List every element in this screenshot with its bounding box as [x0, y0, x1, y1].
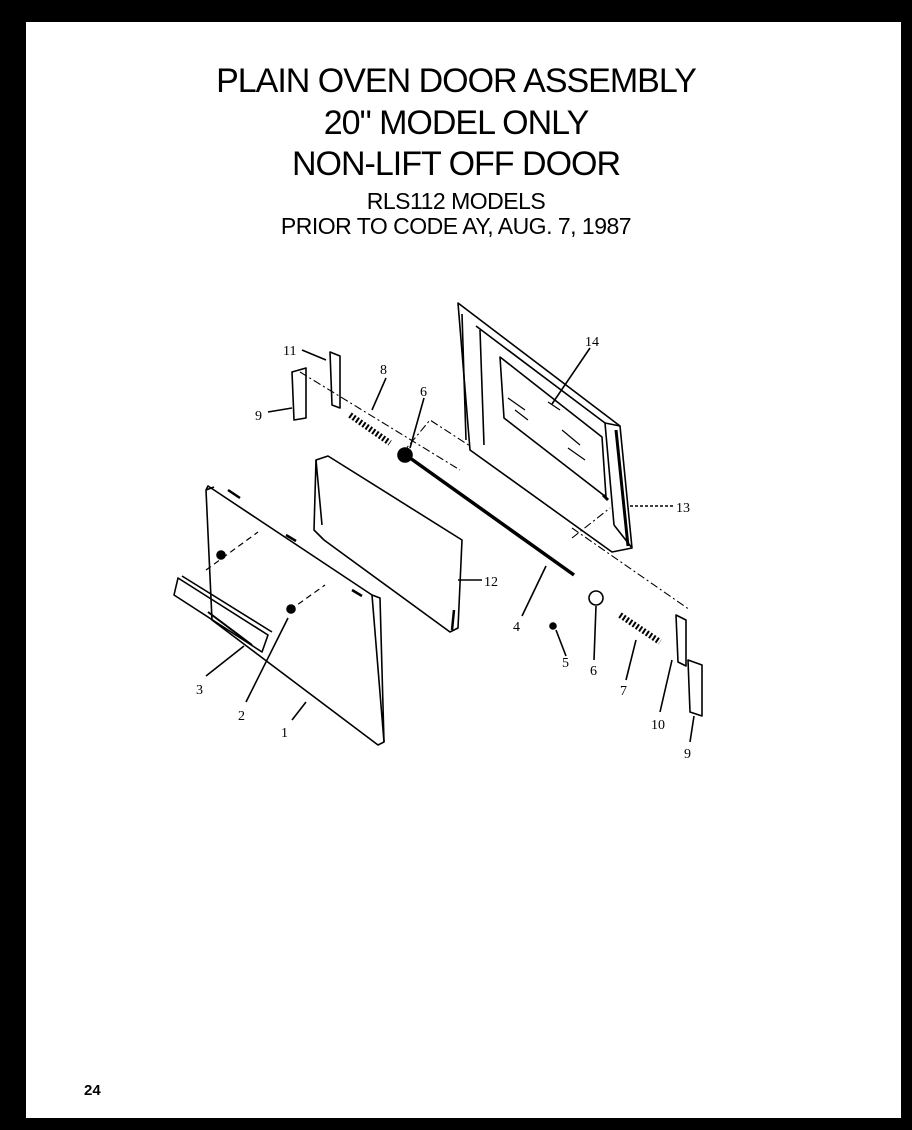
callout-6a: 6 — [420, 385, 427, 400]
title-line-4: RLS112 MODELS — [366, 188, 546, 214]
spring-8 — [348, 412, 392, 446]
callout-1: 1 — [281, 726, 288, 741]
hinge-plate-9a — [291, 367, 307, 421]
outer-door-panel-part — [205, 485, 385, 746]
callout-12: 12 — [484, 575, 498, 590]
title-line-5: PRIOR TO CODE AY, AUG. 7, 1987 — [280, 213, 632, 239]
callout-10: 10 — [651, 718, 665, 733]
callout-8: 8 — [380, 363, 387, 378]
callout-6b: 6 — [590, 664, 597, 679]
hinge-bracket-10 — [675, 614, 687, 667]
callout-11: 11 — [283, 344, 296, 359]
title-line-3: NON-LIFT OFF DOOR — [291, 145, 621, 183]
callout-5: 5 — [562, 656, 569, 671]
callout-7: 7 — [620, 684, 627, 699]
hinge-plate-9b — [687, 659, 703, 717]
callout-13: 13 — [676, 501, 690, 516]
page-number: 24 — [84, 1082, 101, 1099]
spring-7 — [618, 612, 662, 645]
title-line-2: 20" MODEL ONLY — [323, 104, 590, 142]
callout-14: 14 — [585, 335, 599, 350]
screw-5 — [549, 622, 557, 630]
screw-2a — [216, 550, 226, 560]
hinge-shaft-part — [408, 456, 576, 577]
door-liner-part — [457, 302, 633, 553]
callout-2: 2 — [238, 709, 245, 724]
page-sheet — [26, 22, 901, 1118]
bushing-6b — [588, 590, 604, 606]
callout-3: 3 — [196, 683, 203, 698]
inner-panel-part — [313, 455, 463, 633]
bushing-6a — [397, 447, 413, 463]
door-handle-part — [173, 575, 273, 653]
callout-9a: 9 — [255, 409, 262, 424]
title-line-1: PLAIN OVEN DOOR ASSEMBLY — [216, 62, 697, 100]
callout-4: 4 — [513, 620, 520, 635]
callout-9b: 9 — [684, 747, 691, 762]
hinge-bracket-11 — [329, 351, 341, 409]
